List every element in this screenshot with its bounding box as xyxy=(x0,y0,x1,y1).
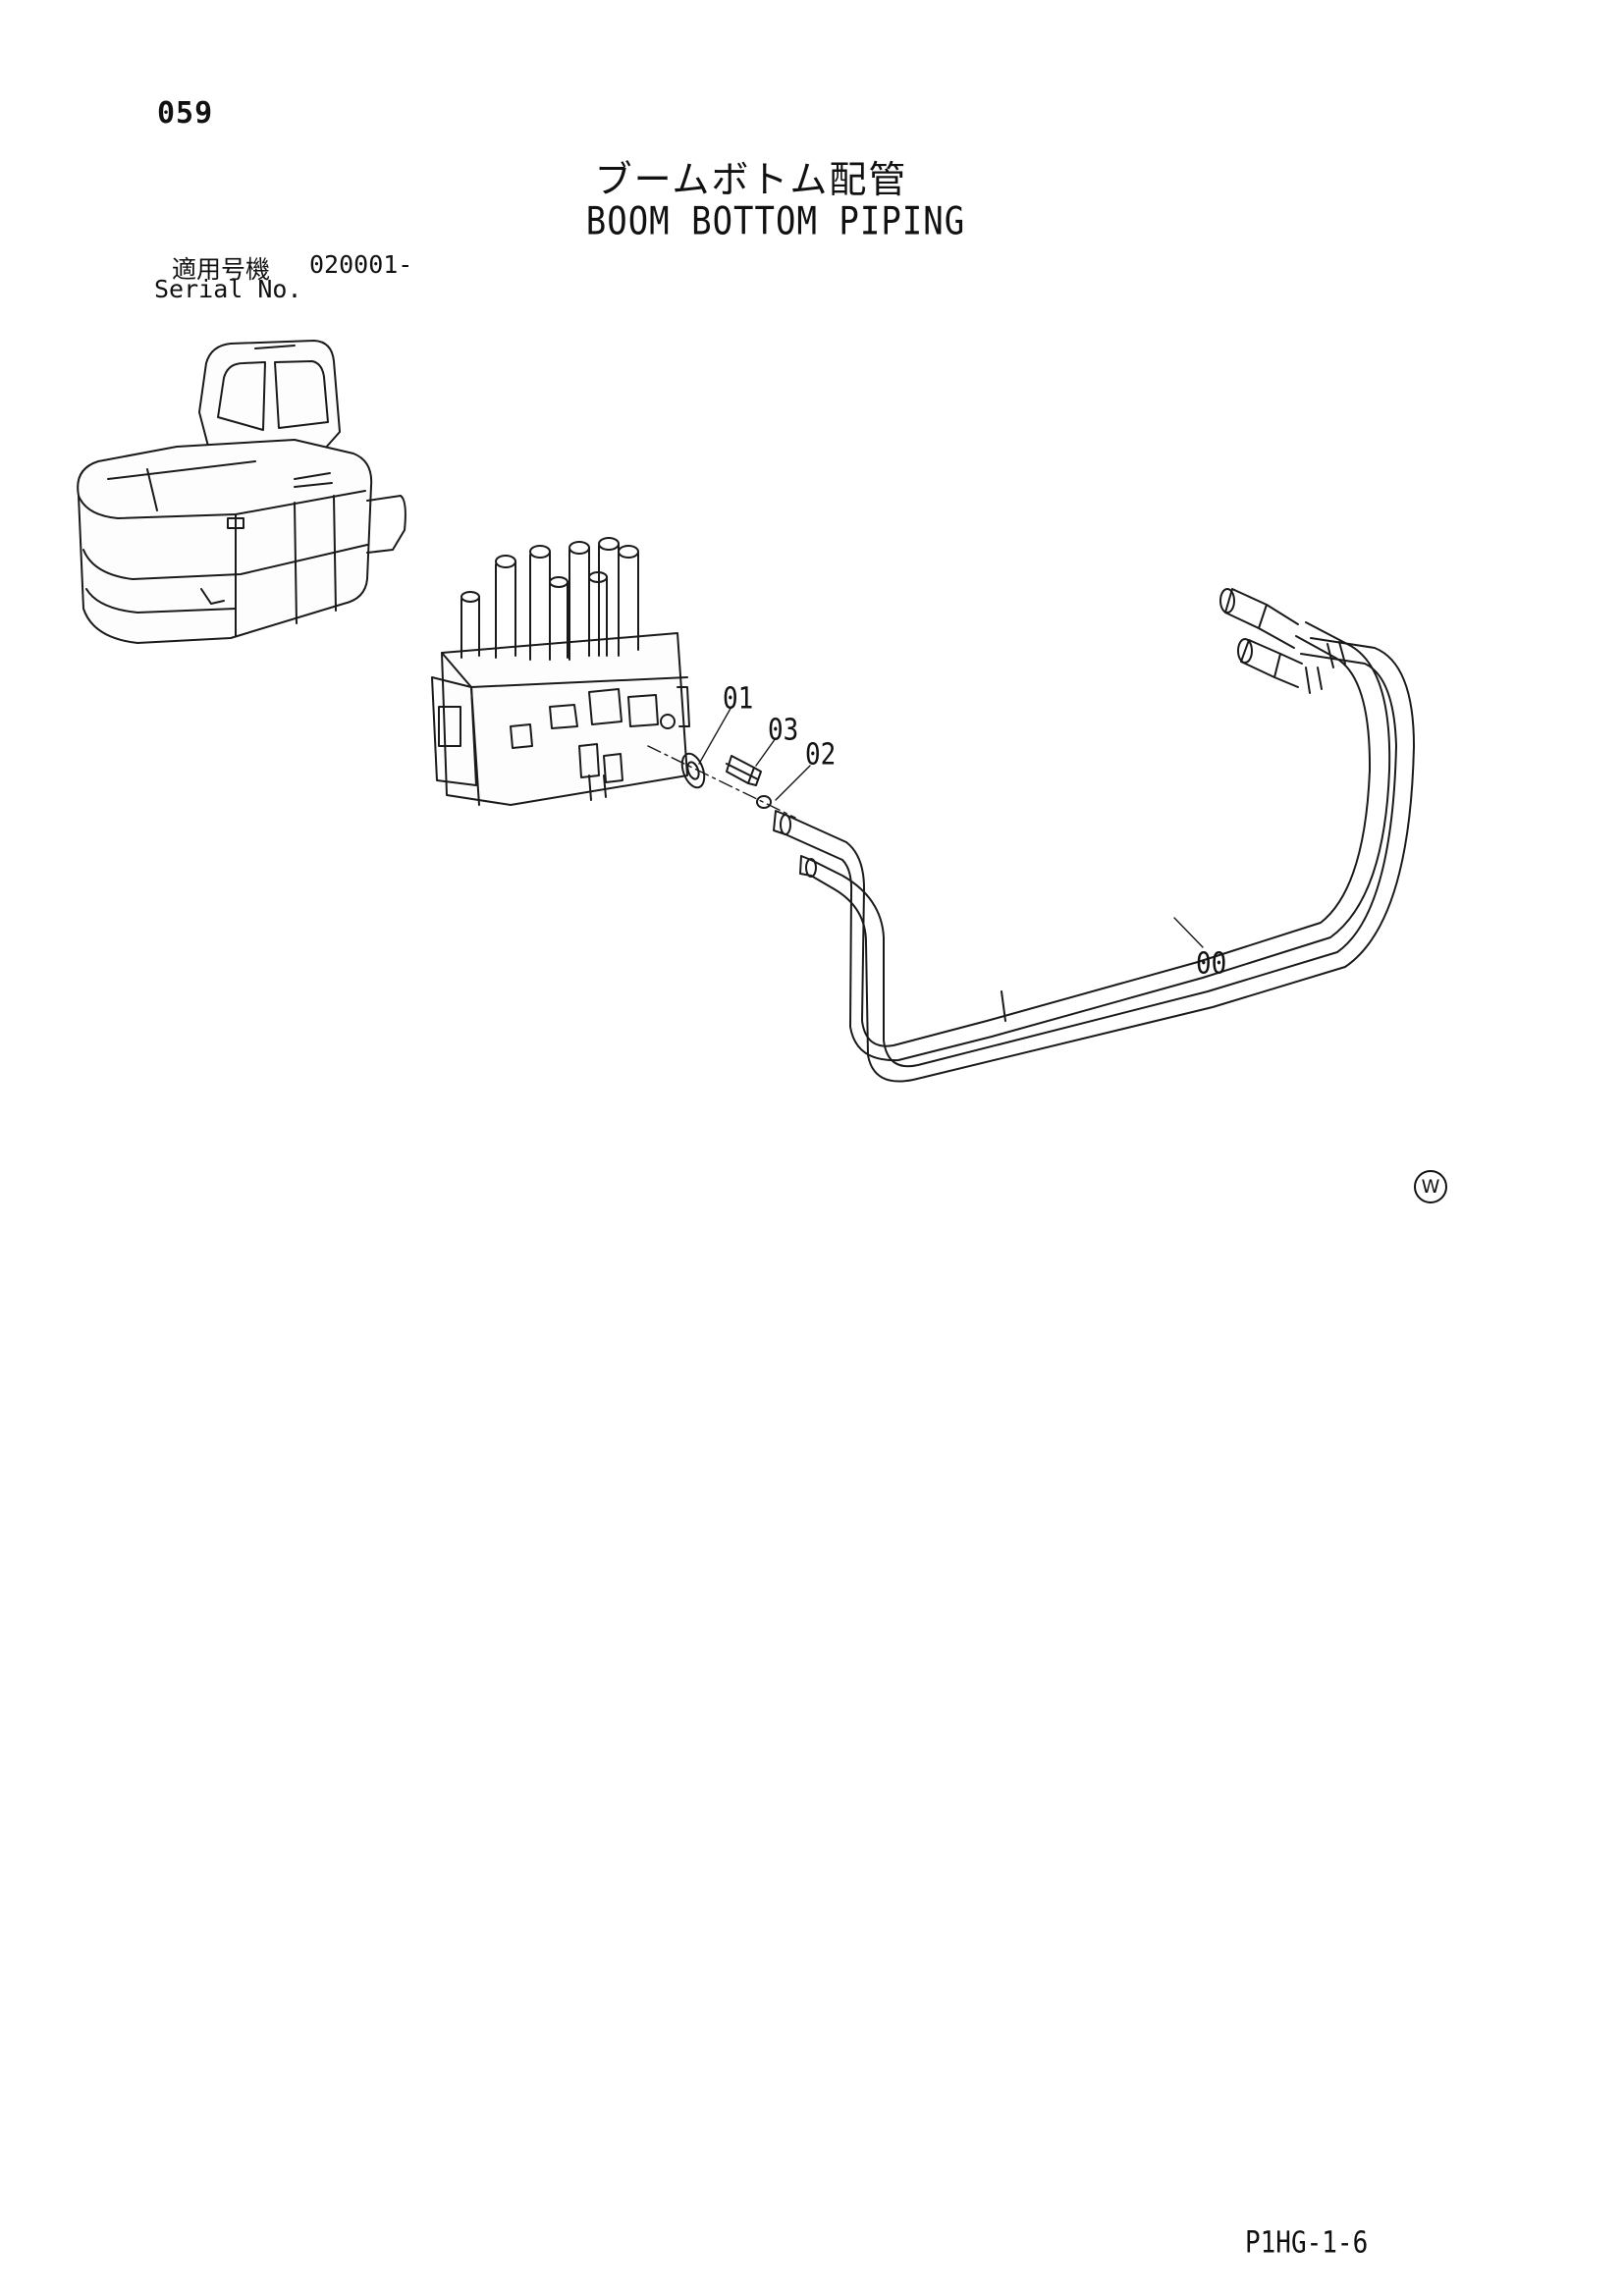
machine-overview-icon xyxy=(77,340,406,644)
serial-label-japanese: 適用号機 xyxy=(172,255,271,284)
callout-part-03: 03 xyxy=(768,714,799,748)
callout-leader-lines xyxy=(698,706,1204,948)
serial-number-value: 020001- xyxy=(309,250,413,279)
serial-label-english: Serial No. xyxy=(154,275,302,303)
page-number: 059 xyxy=(157,96,214,131)
page-title-english: BOOM BOTTOM PIPING xyxy=(585,199,966,244)
control-valve-illustration xyxy=(431,537,690,806)
callout-part-00: 00 xyxy=(1196,947,1227,982)
flange-bolt-oring-parts xyxy=(647,745,796,819)
page-title-japanese: ブームボトム配管 xyxy=(594,158,908,201)
boom-bottom-pipe-illustration xyxy=(773,588,1415,1083)
callout-part-02: 02 xyxy=(805,738,837,773)
w-mark-icon: W xyxy=(1414,1170,1447,1203)
document-code: P1HG-1-6 xyxy=(1245,2226,1369,2261)
parts-diagram xyxy=(77,340,1415,1083)
callout-part-01: 01 xyxy=(723,682,754,717)
